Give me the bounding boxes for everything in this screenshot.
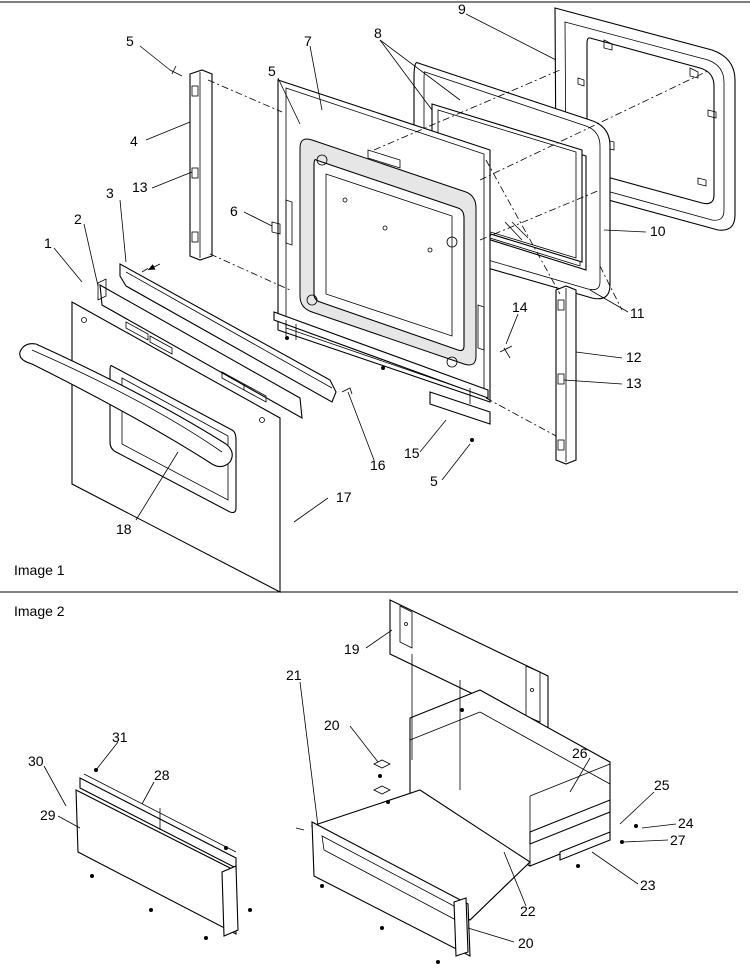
- callout-20-bottom: 20: [518, 935, 534, 951]
- callout-17: 17: [336, 489, 352, 505]
- callouts-2: 19 20 20 21 22 23 24 25 26 27 28 29 30 3…: [28, 641, 694, 951]
- image-1-oven-door: 1 2 3 4 5 5 5 6 7 8 9 10 11 12 13 13 14 …: [14, 1, 736, 593]
- callout-28: 28: [154, 767, 170, 783]
- leaders-2: [43, 629, 677, 943]
- image-2-label: Image 2: [14, 603, 65, 619]
- alignment-lines-1: [141, 69, 711, 437]
- vent-bracket: [119, 263, 337, 403]
- callout-19: 19: [344, 641, 360, 657]
- drawer-front: [311, 821, 471, 957]
- callout-20-top: 20: [324, 717, 340, 733]
- callout-29: 29: [40, 807, 56, 823]
- callout-30: 30: [28, 753, 44, 769]
- callout-13-left: 13: [132, 179, 148, 195]
- callout-16: 16: [370, 457, 386, 473]
- callout-26: 26: [572, 745, 588, 761]
- callout-13-right: 13: [626, 375, 642, 391]
- image-1-label: Image 1: [14, 562, 65, 578]
- callout-18: 18: [116, 521, 132, 537]
- callout-11: 11: [630, 305, 645, 321]
- callout-31: 31: [112, 729, 128, 745]
- callout-9: 9: [458, 1, 466, 17]
- image-2-drawer: Image 2: [14, 599, 694, 964]
- callouts-1: 1 2 3 4 5 5 5 6 7 8 9 10 11 12 13 13 14 …: [44, 1, 666, 537]
- callout-3: 3: [106, 185, 114, 201]
- callout-12: 12: [626, 349, 642, 365]
- right-side-rail: [555, 285, 577, 465]
- door-bottom-channel: [273, 311, 491, 425]
- callout-15: 15: [404, 445, 420, 461]
- callout-14: 14: [512, 299, 528, 315]
- callout-2: 2: [74, 211, 82, 227]
- callout-5-bottom: 5: [430, 473, 438, 489]
- callout-27: 27: [670, 832, 686, 848]
- callout-7: 7: [304, 33, 312, 49]
- callout-10: 10: [650, 223, 666, 239]
- callout-24: 24: [678, 815, 694, 831]
- callout-25: 25: [654, 777, 670, 793]
- callout-1: 1: [44, 235, 52, 251]
- callout-5-mid: 5: [268, 63, 276, 79]
- callout-6: 6: [230, 203, 238, 219]
- top-trim-strip: [97, 278, 303, 420]
- screws-2: [90, 708, 638, 964]
- door-inner-panel: [271, 79, 491, 403]
- screws: [169, 65, 513, 442]
- door-handle: [19, 343, 233, 468]
- drawer-handle-panel: [75, 773, 239, 937]
- callout-5-top: 5: [126, 33, 134, 49]
- callout-21: 21: [286, 667, 302, 683]
- leaders-1: [53, 13, 647, 523]
- callout-4: 4: [130, 133, 138, 149]
- callout-8: 8: [374, 25, 382, 41]
- left-side-rail: [189, 69, 213, 261]
- callout-22: 22: [520, 903, 536, 919]
- callout-23: 23: [640, 877, 656, 893]
